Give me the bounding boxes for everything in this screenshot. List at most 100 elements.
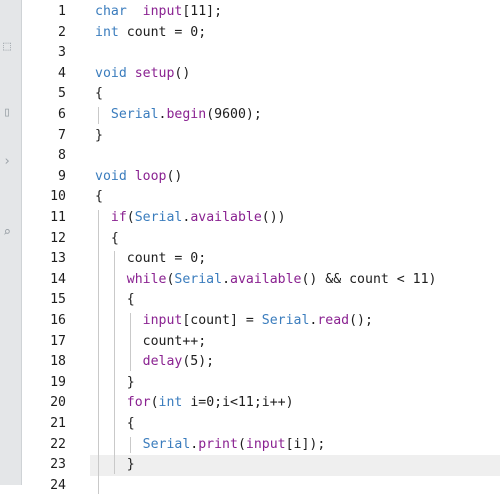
code-token: } [95,127,103,143]
code-line[interactable] [90,146,500,167]
line-number: 8 [58,148,66,164]
code-token: Serial [174,271,223,287]
code-token: void [95,168,127,184]
code-editor[interactable]: char input[11];int count = 0;void setup(… [90,0,500,495]
code-line[interactable]: count = 0; [90,249,500,270]
code-token: print [198,436,238,452]
line-number: 16 [50,313,66,328]
line-number: 23 [50,457,66,473]
code-line[interactable]: if(Serial.available()) [90,208,500,229]
code-token: ()) [261,210,286,225]
code-line[interactable]: for(int i=0;i<11;i++) [90,393,500,414]
code-token [127,66,135,81]
code-token: void [95,65,127,81]
indent-guide [98,210,99,495]
code-line[interactable]: Serial.print(input[i]); [90,435,500,456]
code-token: ( [126,210,135,225]
line-number: 24 [50,477,66,493]
line-number: 19 [50,374,66,390]
line-number: 20 [50,395,66,411]
code-line[interactable]: count++; [90,332,500,353]
code-line[interactable]: Serial.begin(9600); [90,105,500,126]
code-line[interactable]: while(Serial.available() && count < 11) [90,270,500,291]
code-line[interactable] [90,476,500,496]
code-token: . [158,107,167,122]
code-token: begin [166,107,207,122]
code-token: setup [134,65,175,81]
indent-guide [114,251,115,474]
code-line[interactable]: input[count] = Serial.read(); [90,311,500,332]
code-token: } [126,457,135,473]
code-line[interactable]: delay(5); [90,352,500,373]
code-token [95,272,127,287]
code-line[interactable] [90,43,500,64]
code-token: ( [237,436,246,452]
code-token [95,313,143,328]
code-token: . [222,271,231,287]
book-icon[interactable]: ▯ [3,105,11,120]
code-token: () && count < 11) [301,271,437,287]
chevron-right-icon[interactable]: › [3,154,11,169]
code-token: . [309,313,318,328]
code-token: [11]; [182,4,223,19]
code-line[interactable]: void setup() [90,64,500,85]
line-number: 1 [58,4,66,19]
line-number: 14 [50,271,66,287]
code-token: { [95,189,103,205]
code-line[interactable]: { [90,290,500,311]
code-token [95,395,127,410]
code-token [127,169,135,184]
code-line[interactable]: { [90,414,500,435]
code-line[interactable]: int count = 0; [90,23,500,44]
code-token [127,4,143,19]
code-line[interactable]: } [90,455,500,476]
code-line[interactable]: { [90,229,500,250]
code-token: delay [142,354,183,370]
code-token: input [142,313,183,328]
code-line[interactable]: void loop() [90,167,500,188]
line-number: 6 [58,107,66,122]
indent-guide [130,313,131,371]
line-number: 3 [58,45,66,61]
code-line[interactable]: char input[11]; [90,2,500,23]
line-number-gutter [22,0,90,485]
indent-guide [98,107,99,124]
code-line[interactable]: } [90,126,500,147]
code-token: { [95,86,103,102]
code-token: count = 0; [95,251,207,267]
code-token: while [126,271,167,287]
line-number: 21 [50,416,66,431]
code-token: i=0;i<11;i++) [182,395,294,411]
code-token: Serial [134,210,183,225]
code-token: int [158,395,183,411]
line-number: 9 [58,168,66,184]
code-token: count = 0; [118,24,207,40]
code-token: [i]); [285,436,326,452]
code-token [95,354,143,369]
search-icon[interactable]: ⌕ [3,225,11,240]
code-token: for [126,395,151,411]
code-line[interactable]: } [90,373,500,394]
folder-icon[interactable]: ⬚ [3,39,11,54]
code-token: ( [166,271,175,287]
code-token: if [110,210,127,225]
code-token: read [317,313,350,328]
code-token: int [95,24,119,40]
line-number: 2 [58,24,66,40]
code-token: Serial [110,107,159,122]
code-token: { [126,292,135,308]
code-token: count++; [95,333,207,349]
code-token: ( [150,395,159,411]
line-number: 11 [50,210,66,225]
line-number: 7 [58,127,66,143]
activity-bar: ⬚ ▯ › ⌕ [0,0,22,485]
code-token: () [166,168,183,184]
indent-guide [130,436,131,454]
code-token: (); [349,313,373,328]
line-number: 4 [58,65,66,81]
code-token: () [174,65,191,81]
code-token: input [245,436,286,452]
code-line[interactable]: { [90,84,500,105]
code-line[interactable]: { [90,187,500,208]
line-number: 12 [50,230,66,246]
